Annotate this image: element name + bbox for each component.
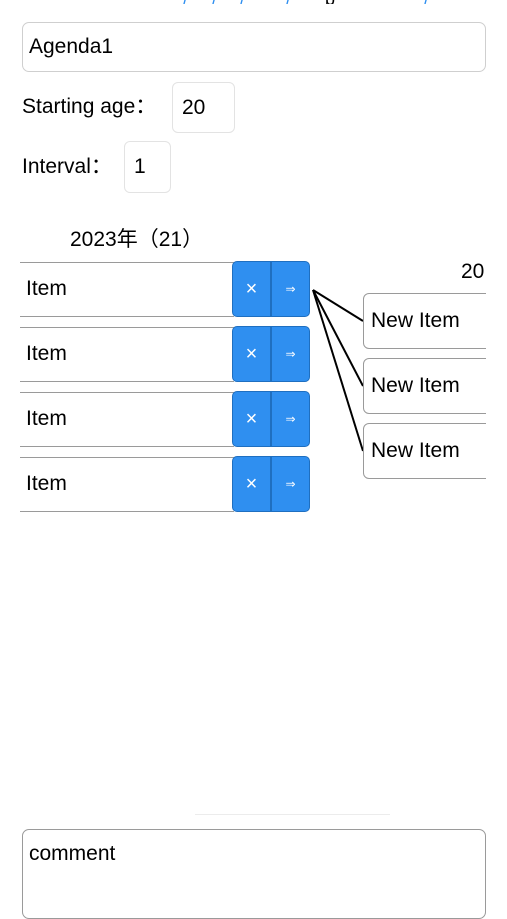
divider <box>20 446 234 447</box>
toolbar-glyph[interactable]: / <box>424 0 429 4</box>
divider <box>20 392 234 393</box>
year-label-right: 20 <box>461 260 485 283</box>
interval-input[interactable] <box>124 141 171 193</box>
delete-item-button[interactable]: × <box>232 456 271 512</box>
connector-line <box>312 289 364 387</box>
divider <box>20 262 234 263</box>
item-row: Item × ⇒ <box>20 261 310 319</box>
move-item-button[interactable]: ⇒ <box>271 261 310 317</box>
new-item-label: New Item <box>371 439 460 462</box>
divider <box>20 381 234 382</box>
arrow-right-icon: ⇒ <box>285 282 296 296</box>
year-label-left: 2023年（21） <box>70 228 204 251</box>
connector-line <box>312 289 364 322</box>
item-row: Item × ⇒ <box>20 456 310 514</box>
new-item-label: New Item <box>371 374 460 397</box>
toolbar-glyph[interactable]: / <box>240 0 245 4</box>
item-label[interactable]: Item <box>26 407 67 430</box>
agenda-title-input[interactable] <box>22 22 486 72</box>
connector-lines <box>312 289 364 452</box>
new-item-label: New Item <box>371 309 460 332</box>
arrow-right-icon: ⇒ <box>285 412 296 426</box>
comment-textarea[interactable]: comment <box>22 829 486 919</box>
delete-item-button[interactable]: × <box>232 391 271 447</box>
divider <box>20 327 234 328</box>
new-item-box[interactable]: New Item <box>363 293 486 349</box>
starting-age-input[interactable] <box>172 82 235 133</box>
move-item-button[interactable]: ⇒ <box>271 391 310 447</box>
toolbar-glyph[interactable]: / <box>212 0 217 4</box>
move-item-button[interactable]: ⇒ <box>271 326 310 382</box>
close-icon: × <box>245 342 258 365</box>
connector-line <box>312 289 364 452</box>
toolbar-glyph[interactable]: p <box>325 0 335 4</box>
close-icon: × <box>245 277 258 300</box>
interval-label: Interval： <box>22 155 112 178</box>
close-icon: × <box>245 407 258 430</box>
item-label[interactable]: Item <box>26 472 67 495</box>
new-item-box[interactable]: New Item <box>363 358 486 414</box>
arrow-right-icon: ⇒ <box>285 477 296 491</box>
delete-item-button[interactable]: × <box>232 326 271 382</box>
arrow-right-icon: ⇒ <box>285 347 296 361</box>
divider <box>195 814 390 815</box>
toolbar-glyph[interactable]: / <box>286 0 291 4</box>
top-toolbar: / / / / p / <box>0 0 507 4</box>
close-icon: × <box>245 472 258 495</box>
new-item-box[interactable]: New Item <box>363 423 486 479</box>
delete-item-button[interactable]: × <box>232 261 271 317</box>
starting-age-label: Starting age： <box>22 95 157 118</box>
item-row: Item × ⇒ <box>20 391 310 449</box>
divider <box>20 316 234 317</box>
move-item-button[interactable]: ⇒ <box>271 456 310 512</box>
divider <box>20 457 234 458</box>
item-row: Item × ⇒ <box>20 326 310 384</box>
toolbar-glyph[interactable]: / <box>183 0 188 4</box>
divider <box>20 511 234 512</box>
right-column: 20 New Item New Item New Item <box>363 260 486 479</box>
item-label[interactable]: Item <box>26 342 67 365</box>
item-label[interactable]: Item <box>26 277 67 300</box>
